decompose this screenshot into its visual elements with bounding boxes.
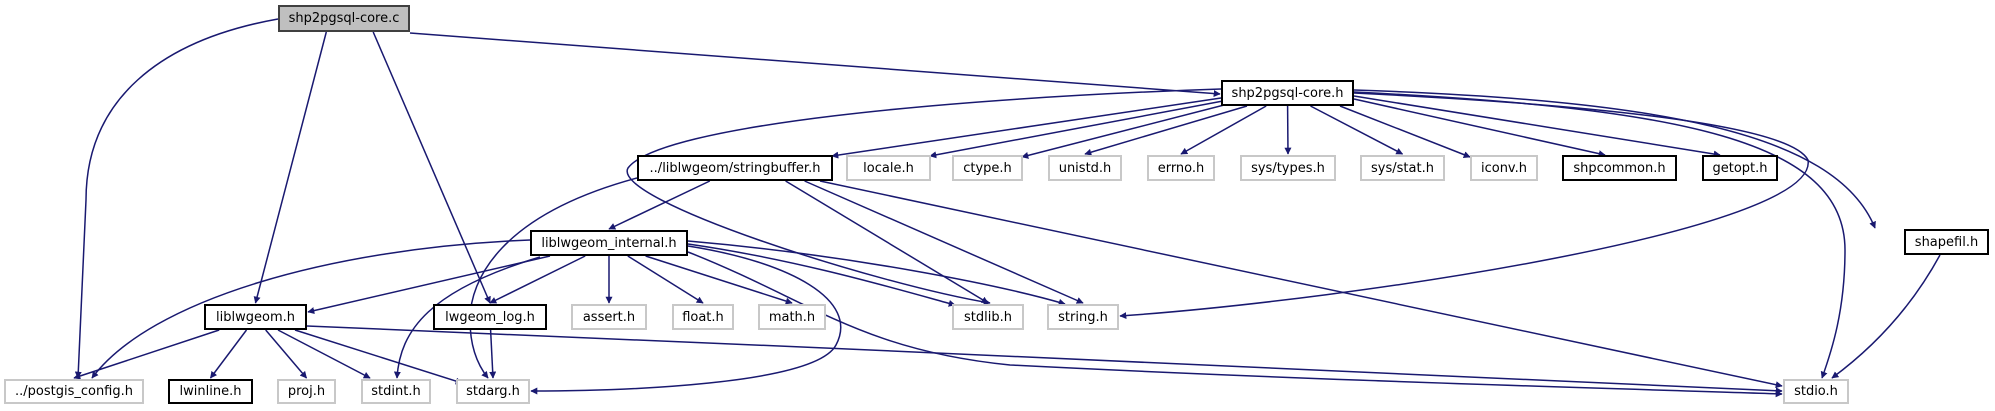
edge-core-h-to-unistd — [1084, 105, 1248, 156]
node-float: float.h — [672, 304, 734, 330]
node-label: errno.h — [1157, 160, 1205, 176]
edge-core-h-to-ctype — [1021, 103, 1229, 159]
node-label: float.h — [682, 309, 724, 325]
edge-internal-to-lwgeom-log — [489, 255, 586, 304]
edge-internal-to-math — [645, 255, 793, 305]
edge-liblwgeom-to-stdio — [306, 325, 1783, 395]
edge-core-c-to-core-h — [409, 32, 1221, 98]
edge-liblwgeom-to-proj — [265, 329, 308, 379]
node-label: iconv.h — [1480, 160, 1527, 176]
node-stdio: stdio.h — [1783, 379, 1849, 404]
edge-core-c-to-liblwgeom — [253, 31, 328, 304]
node-ctype: ctype.h — [952, 155, 1023, 181]
edge-liblwgeom-to-lwinline — [209, 329, 248, 379]
edge-internal-to-stdio — [687, 251, 1783, 398]
node-label: shapefil.h — [1914, 234, 1979, 250]
edge-internal-to-string — [687, 240, 1066, 306]
edge-core-h-to-string — [1119, 92, 1809, 320]
node-label: shp2pgsql-core.c — [288, 11, 400, 26]
edge-stringbuffer-to-stdio — [819, 180, 1783, 389]
edge-core-h-to-errno — [1180, 105, 1267, 155]
edge-liblwgeom-to-stdint — [277, 329, 371, 379]
edge-core-h-to-stringbuffer — [831, 97, 1222, 159]
node-label: liblwgeom.h — [216, 309, 295, 325]
node-string: string.h — [1047, 304, 1119, 330]
edge-core-c-to-postgis-config — [74, 18, 279, 379]
node-sysstat: sys/stat.h — [1360, 155, 1445, 181]
node-liblwgeom[interactable]: liblwgeom.h — [204, 304, 307, 330]
node-label: string.h — [1058, 309, 1108, 325]
node-lwinline[interactable]: lwinline.h — [168, 379, 253, 404]
node-label: stdarg.h — [466, 384, 520, 399]
edge-internal-to-postgis-config — [91, 239, 531, 379]
edge-core-h-to-stdlib — [626, 88, 1222, 306]
node-stdlib: stdlib.h — [952, 304, 1024, 330]
node-label: math.h — [768, 309, 816, 325]
node-label: unistd.h — [1058, 160, 1112, 176]
node-math: math.h — [758, 304, 826, 330]
node-unistd: unistd.h — [1048, 155, 1122, 181]
node-label: getopt.h — [1712, 160, 1768, 176]
node-core-h[interactable]: shp2pgsql-core.h — [1221, 80, 1354, 106]
edge-liblwgeom-to-postgis-config — [73, 329, 220, 380]
node-label: liblwgeom_internal.h — [541, 235, 677, 251]
node-internal[interactable]: liblwgeom_internal.h — [530, 230, 688, 256]
node-label: proj.h — [287, 384, 326, 399]
node-getopt[interactable]: getopt.h — [1702, 155, 1778, 181]
node-iconv: iconv.h — [1470, 155, 1538, 181]
edge-internal-to-float — [627, 255, 704, 304]
node-label: stdint.h — [371, 384, 421, 399]
edge-shapefil-to-stdio — [1831, 254, 1941, 379]
node-shapefil[interactable]: shapefil.h — [1904, 229, 1989, 255]
node-lwgeom-log[interactable]: lwgeom_log.h — [433, 304, 547, 330]
edge-stringbuffer-to-internal — [608, 180, 711, 230]
edge-core-h-to-stdio — [1353, 91, 1846, 379]
edge-core-h-to-locale — [929, 100, 1224, 159]
node-label: shp2pgsql-core.h — [1231, 85, 1344, 101]
node-label: assert.h — [582, 309, 636, 325]
node-stdarg: stdarg.h — [456, 379, 530, 404]
node-label: stdio.h — [1794, 384, 1838, 399]
node-label: ctype.h — [963, 160, 1012, 176]
node-label: locale.h — [863, 160, 914, 176]
edge-core-h-to-getopt — [1353, 95, 1721, 158]
edge-stringbuffer-to-stdarg — [469, 177, 638, 379]
node-proj: proj.h — [277, 379, 336, 404]
node-label: shpcommon.h — [1573, 160, 1666, 176]
node-label: stdlib.h — [964, 309, 1012, 325]
edge-core-h-to-sysstat — [1310, 105, 1404, 155]
node-assert: assert.h — [571, 304, 647, 330]
node-label: lwinline.h — [179, 384, 242, 399]
edge-core-h-to-shpcommon — [1353, 98, 1606, 158]
edge-lwgeom-log-to-stdarg — [489, 329, 497, 379]
node-label: sys/stat.h — [1371, 160, 1434, 176]
node-core-c[interactable]: shp2pgsql-core.c — [278, 5, 410, 32]
edge-internal-to-stdlib — [687, 243, 956, 307]
edge-core-h-to-iconv — [1339, 105, 1471, 158]
node-postgis-config: ../postgis_config.h — [4, 379, 144, 404]
edge-internal-to-liblwgeom — [307, 255, 551, 314]
edge-internal-to-stdint — [393, 256, 541, 379]
node-errno: errno.h — [1147, 155, 1215, 181]
node-stringbuffer[interactable]: ../liblwgeom/stringbuffer.h — [637, 155, 833, 181]
edge-core-c-to-lwgeom-log — [372, 31, 491, 304]
node-systypes: sys/types.h — [1240, 155, 1336, 181]
node-locale: locale.h — [846, 155, 931, 181]
node-shpcommon[interactable]: shpcommon.h — [1562, 155, 1677, 181]
edge-core-h-to-shapefil — [1353, 89, 1876, 229]
node-label: ../postgis_config.h — [14, 384, 133, 399]
edge-liblwgeom-to-stdarg — [294, 329, 463, 385]
node-label: sys/types.h — [1251, 160, 1325, 176]
edge-stringbuffer-to-string — [804, 180, 1084, 304]
node-label: ../liblwgeom/stringbuffer.h — [649, 160, 821, 176]
node-label: lwgeom_log.h — [445, 309, 535, 325]
edge-stringbuffer-to-stdlib — [785, 180, 989, 304]
node-stdint: stdint.h — [361, 379, 431, 404]
